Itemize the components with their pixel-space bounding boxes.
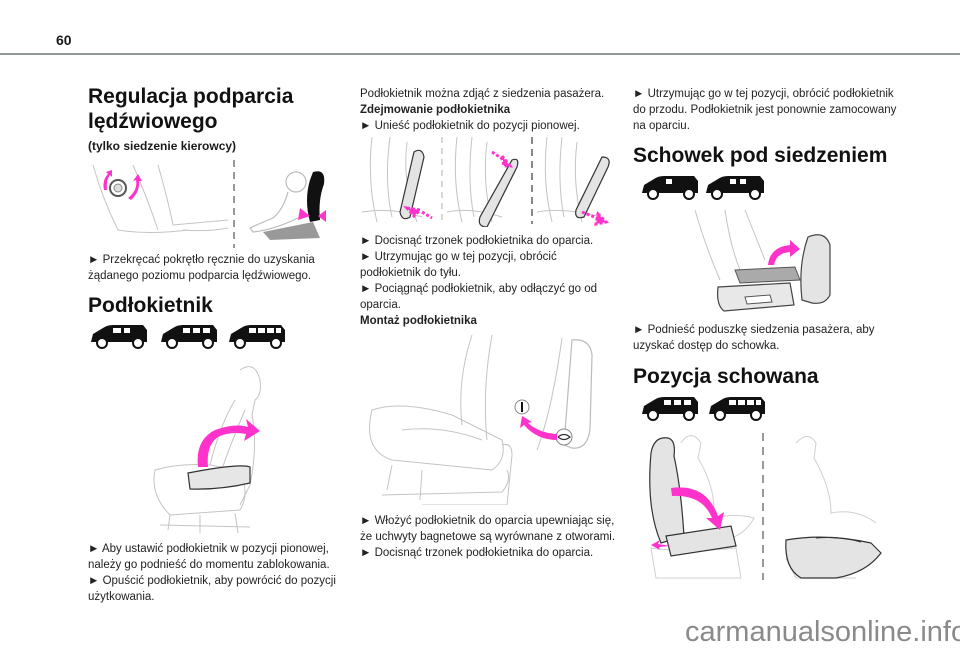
armrest-detached <box>575 156 610 219</box>
page-number: 60 <box>56 32 72 48</box>
armrest-step-2: ► Opuścić podłokietnik, aby powrócić do … <box>88 575 336 603</box>
armrest-intro: Podłokietnik można zdjąć z siedzenia pas… <box>360 88 605 100</box>
lumbar-arrow-icon <box>298 208 310 220</box>
armrest-vertical <box>399 149 425 220</box>
insert-arrow-icon <box>520 416 557 440</box>
section-title-lumbar: Regulacja podparcia lędźwiowego <box>88 84 293 134</box>
lift-arrow-icon <box>768 240 800 265</box>
drawer-handle <box>744 294 773 305</box>
storage-illustration <box>694 209 831 312</box>
detached-armrest <box>563 339 593 449</box>
van-icon <box>642 176 698 200</box>
storage-tray <box>734 266 801 284</box>
armrest <box>187 465 251 490</box>
install-illustration <box>369 334 593 505</box>
install-step-2: ► Docisnąć trzonek podłokietnika do opar… <box>360 547 594 559</box>
armrest-step-1: ► Aby ustawić podłokietnik w pozycji pio… <box>88 543 330 571</box>
title-line-2: lędźwiowego <box>88 110 218 133</box>
removal-illustration <box>362 136 610 227</box>
install-step-3: ► Utrzymując go w tej pozycji, obrócić p… <box>633 88 897 132</box>
watermark: carmanualsonline.info <box>685 616 960 648</box>
lumbar-subtitle: (tylko siedzenie kierowcy) <box>88 139 237 153</box>
van-icon <box>91 325 147 349</box>
rotate-arrow-right-icon <box>128 174 142 200</box>
push-arrow-icon <box>403 205 433 220</box>
section-title-storage: Schowek pod siedzeniem <box>633 144 888 167</box>
armrest-illustration <box>153 366 261 534</box>
removal-heading: Zdejmowanie podłokietnika <box>360 104 511 116</box>
folded-seat-back <box>649 437 685 544</box>
rotate-arrow-left-icon <box>103 170 112 190</box>
stowed-seat <box>785 536 882 579</box>
lever-arrow-icon <box>651 540 671 550</box>
lumbar-arrow-icon <box>318 210 326 222</box>
removal-step-1: ► Unieść podłokietnik do pozycji pionowe… <box>360 120 580 132</box>
seat-cushion <box>263 222 320 240</box>
van-icon <box>642 397 698 421</box>
lumbar-illustration <box>92 160 326 248</box>
install-steps: ► Włożyć podłokietnik do oparcia upewnia… <box>360 513 620 561</box>
rotate-back-arrow-icon <box>491 150 514 168</box>
section-title-armrest: Podłokietnik <box>88 294 213 317</box>
van-icon <box>161 325 217 349</box>
header-rule <box>0 53 960 55</box>
removal-step-3: ► Utrzymując go w tej pozycji, obrócić p… <box>360 251 557 279</box>
removal-step-4: ► Pociągnąć podłokietnik, aby odłączyć g… <box>360 283 598 311</box>
seat-cushion <box>665 525 737 557</box>
van-icon <box>229 325 285 349</box>
removal-steps: ► Docisnąć trzonek podłokietnika do opar… <box>360 233 620 329</box>
removal-section: Podłokietnik można zdjąć z siedzenia pas… <box>360 86 620 134</box>
armrest-instructions: ► Aby ustawić podłokietnik w pozycji pio… <box>88 541 348 605</box>
lumbar-instruction: ► Przekręcać pokrętło ręcznie do uzyskan… <box>88 254 315 282</box>
stowed-illustration <box>649 433 882 580</box>
storage-instruction: ► Podnieść poduszkę siedzenia pasażera, … <box>633 324 875 352</box>
install-step-1: ► Włożyć podłokietnik do oparcia upewnia… <box>360 515 616 543</box>
lifted-cushion <box>800 234 831 304</box>
armrest-tilted <box>478 158 519 227</box>
title-line-1: Regulacja podparcia <box>88 85 294 108</box>
van-icon <box>706 176 764 200</box>
seat-back-silhouette <box>307 171 325 222</box>
pull-arrow-icon <box>581 210 610 226</box>
raise-arrow-icon <box>197 419 260 467</box>
section-title-stowed: Pozycja schowana <box>633 365 819 388</box>
fold-arrow-icon <box>671 487 724 530</box>
removal-step-2: ► Docisnąć trzonek podłokietnika do opar… <box>360 235 594 247</box>
install-heading: Montaż podłokietnika <box>360 315 477 327</box>
van-icon <box>709 397 765 421</box>
